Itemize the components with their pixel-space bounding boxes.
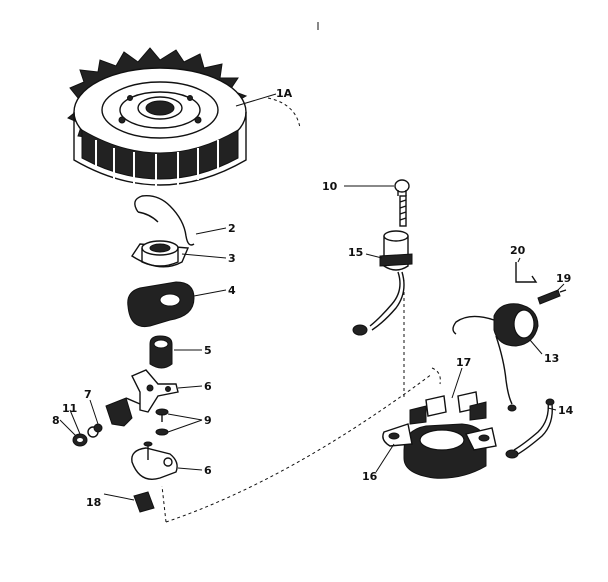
label-7: 7 (84, 388, 92, 401)
label-14: 14 (558, 404, 574, 417)
cam-bushing-part (131, 240, 190, 268)
breaker-arm-part (131, 369, 179, 413)
spring-clip-part (134, 195, 195, 246)
label-19: 19 (556, 272, 571, 285)
magneto-housing-part (382, 391, 497, 479)
label-5: 5 (204, 344, 212, 357)
key-part (537, 289, 567, 305)
label-20: 20 (510, 244, 526, 257)
gasket-part (127, 281, 195, 328)
label-11: 11 (62, 402, 77, 415)
ignition-coil-part (452, 303, 539, 412)
condenser-part (352, 230, 413, 336)
label-10: 10 (322, 180, 338, 193)
felt-block-part (133, 491, 155, 513)
part-labels: 1A 2 3 4 5 6 7 8 9 11 6 18 10 15 20 19 1… (52, 87, 574, 509)
label-6-lower: 6 (204, 464, 212, 477)
label-13: 13 (544, 352, 559, 365)
coil-lead-part (505, 398, 555, 459)
label-17: 17 (456, 356, 471, 369)
label-6-upper: 6 (204, 380, 212, 393)
breaker-plate-part (131, 441, 178, 480)
wire-clip-part (515, 262, 538, 283)
label-3: 3 (228, 252, 236, 265)
alignment-lines (161, 97, 441, 523)
point-bracket-part (105, 397, 141, 427)
leader-lines (59, 93, 565, 501)
label-9: 9 (204, 414, 212, 427)
cam-part (149, 335, 173, 369)
label-15: 15 (348, 246, 363, 259)
label-4: 4 (228, 284, 236, 297)
label-1a: 1A (276, 87, 293, 100)
screw-washer-part (155, 408, 169, 436)
label-2: 2 (228, 222, 236, 235)
label-16: 16 (362, 470, 378, 483)
condenser-screw-part (394, 179, 410, 227)
flywheel-part (67, 47, 248, 188)
label-8: 8 (52, 414, 60, 427)
label-18: 18 (86, 496, 101, 509)
